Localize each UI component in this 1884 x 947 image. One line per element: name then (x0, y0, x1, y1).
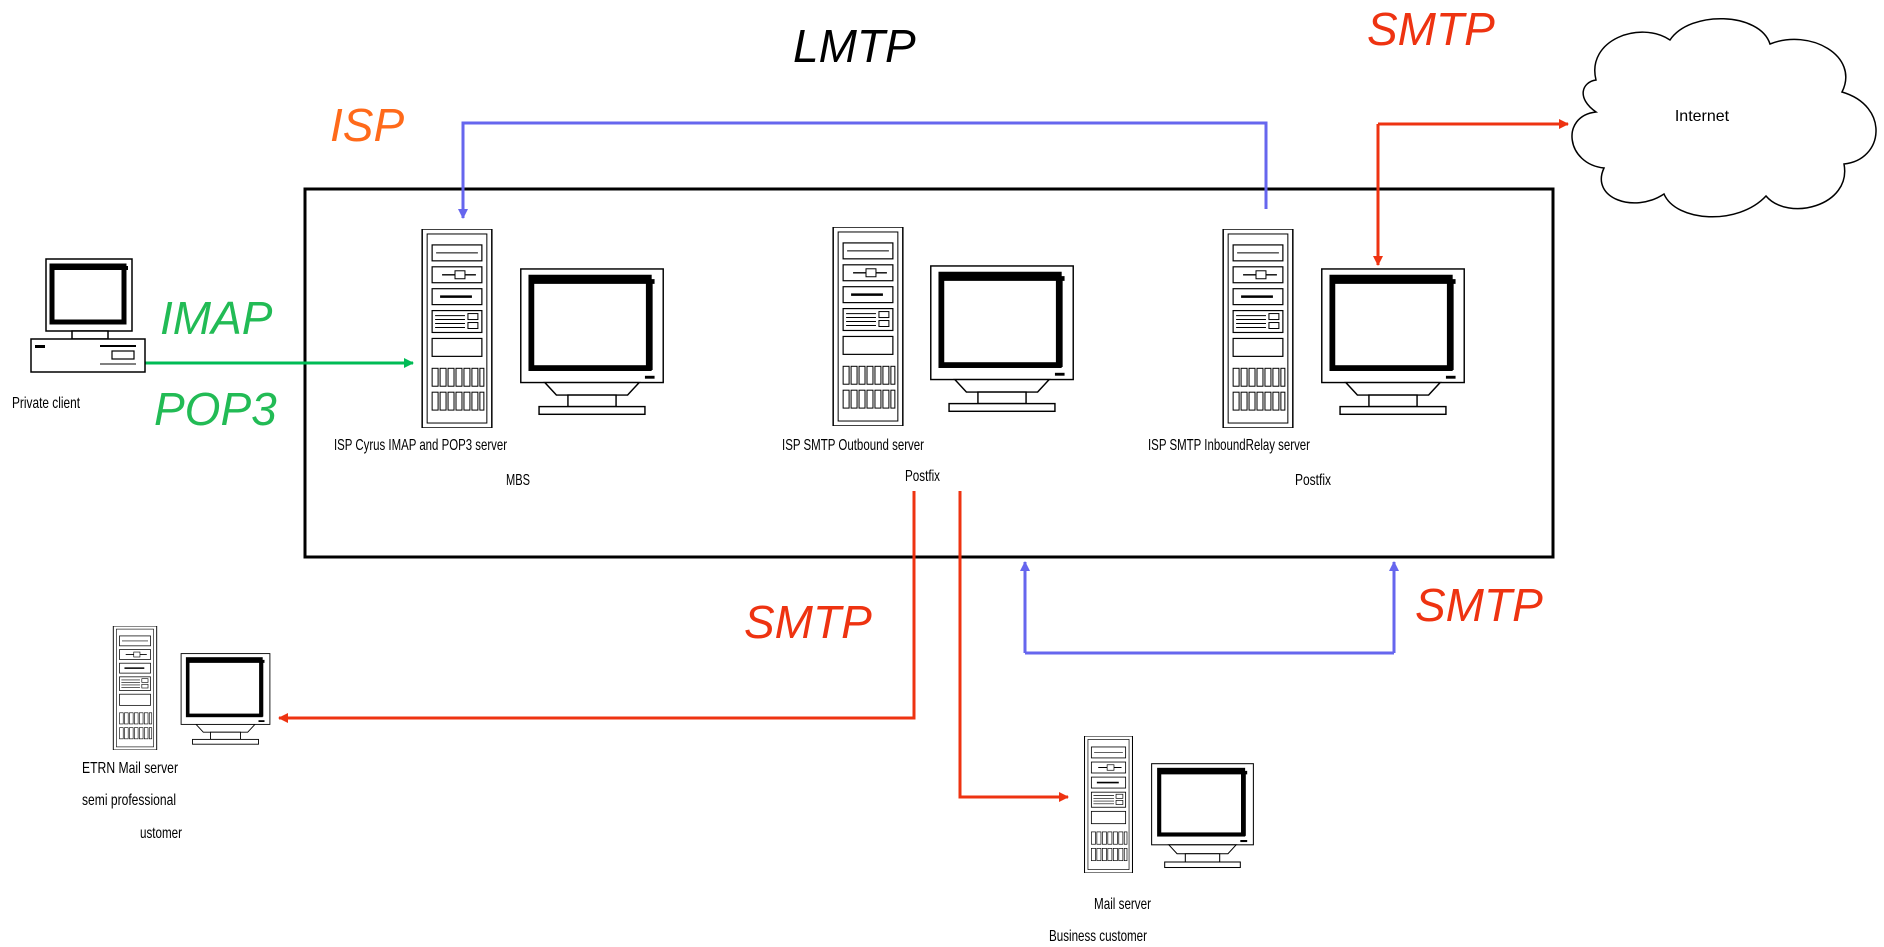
etrn-sublabel-2: ustomer (140, 825, 182, 842)
isp-cyrus-server: ISP Cyrus IMAP and POP3 server MBS (334, 229, 663, 489)
server-tower-icon (1222, 229, 1294, 428)
business-sublabel: Business customer (1049, 928, 1147, 945)
isp-boundary-box (303, 187, 1555, 559)
internet-cloud: Internet (1571, 18, 1877, 218)
isp-label: ISP (330, 99, 404, 151)
private-client: Private client (12, 259, 145, 412)
monitor-icon (1152, 764, 1254, 868)
monitor-icon (181, 654, 270, 745)
lmtp-protocol-label: LMTP (793, 20, 916, 72)
server-tower-icon (421, 229, 493, 428)
smtp-mid-protocol-label: SMTP (744, 596, 872, 648)
business-mail-server: Mail server Business customer (1049, 736, 1253, 945)
lmtp-connection (458, 121, 1268, 219)
etrn-label: ETRN Mail server (82, 760, 179, 777)
cloud-icon (1571, 18, 1877, 218)
smtp-top-protocol-label: SMTP (1367, 3, 1495, 55)
imap-protocol-label: IMAP (160, 292, 273, 344)
desktop-pc-icon (31, 259, 145, 372)
etrn-sublabel: semi professional (82, 792, 176, 809)
monitor-icon (931, 266, 1073, 411)
smtp-etrn-connection (278, 491, 916, 723)
isp-outbound-sublabel: Postfix (905, 468, 940, 485)
monitor-icon (1322, 269, 1464, 414)
etrn-mail-server: ETRN Mail server semi professional ustom… (82, 626, 270, 842)
private-client-label: Private client (12, 395, 80, 412)
isp-cyrus-label: ISP Cyrus IMAP and POP3 server (334, 437, 507, 454)
monitor-icon (521, 269, 663, 414)
pop3-protocol-label: POP3 (154, 383, 277, 435)
business-label: Mail server (1094, 896, 1151, 913)
smtp-right-protocol-label: SMTP (1415, 579, 1543, 631)
isp-inbound-label: ISP SMTP InboundRelay server (1148, 437, 1310, 454)
isp-inbound-server: ISP SMTP InboundRelay server Postfix (1148, 229, 1464, 489)
server-tower-icon (832, 227, 904, 426)
isp-outbound-server: ISP SMTP Outbound server Postfix (782, 227, 1073, 485)
smtp-business-connection (958, 491, 1069, 802)
isp-inbound-sublabel: Postfix (1295, 472, 1331, 489)
internet-label: Internet (1675, 108, 1730, 125)
isp-cyrus-sublabel: MBS (506, 472, 530, 489)
server-tower-icon (112, 626, 158, 750)
isp-outbound-label: ISP SMTP Outbound server (782, 437, 924, 454)
server-tower-icon (1084, 736, 1133, 873)
